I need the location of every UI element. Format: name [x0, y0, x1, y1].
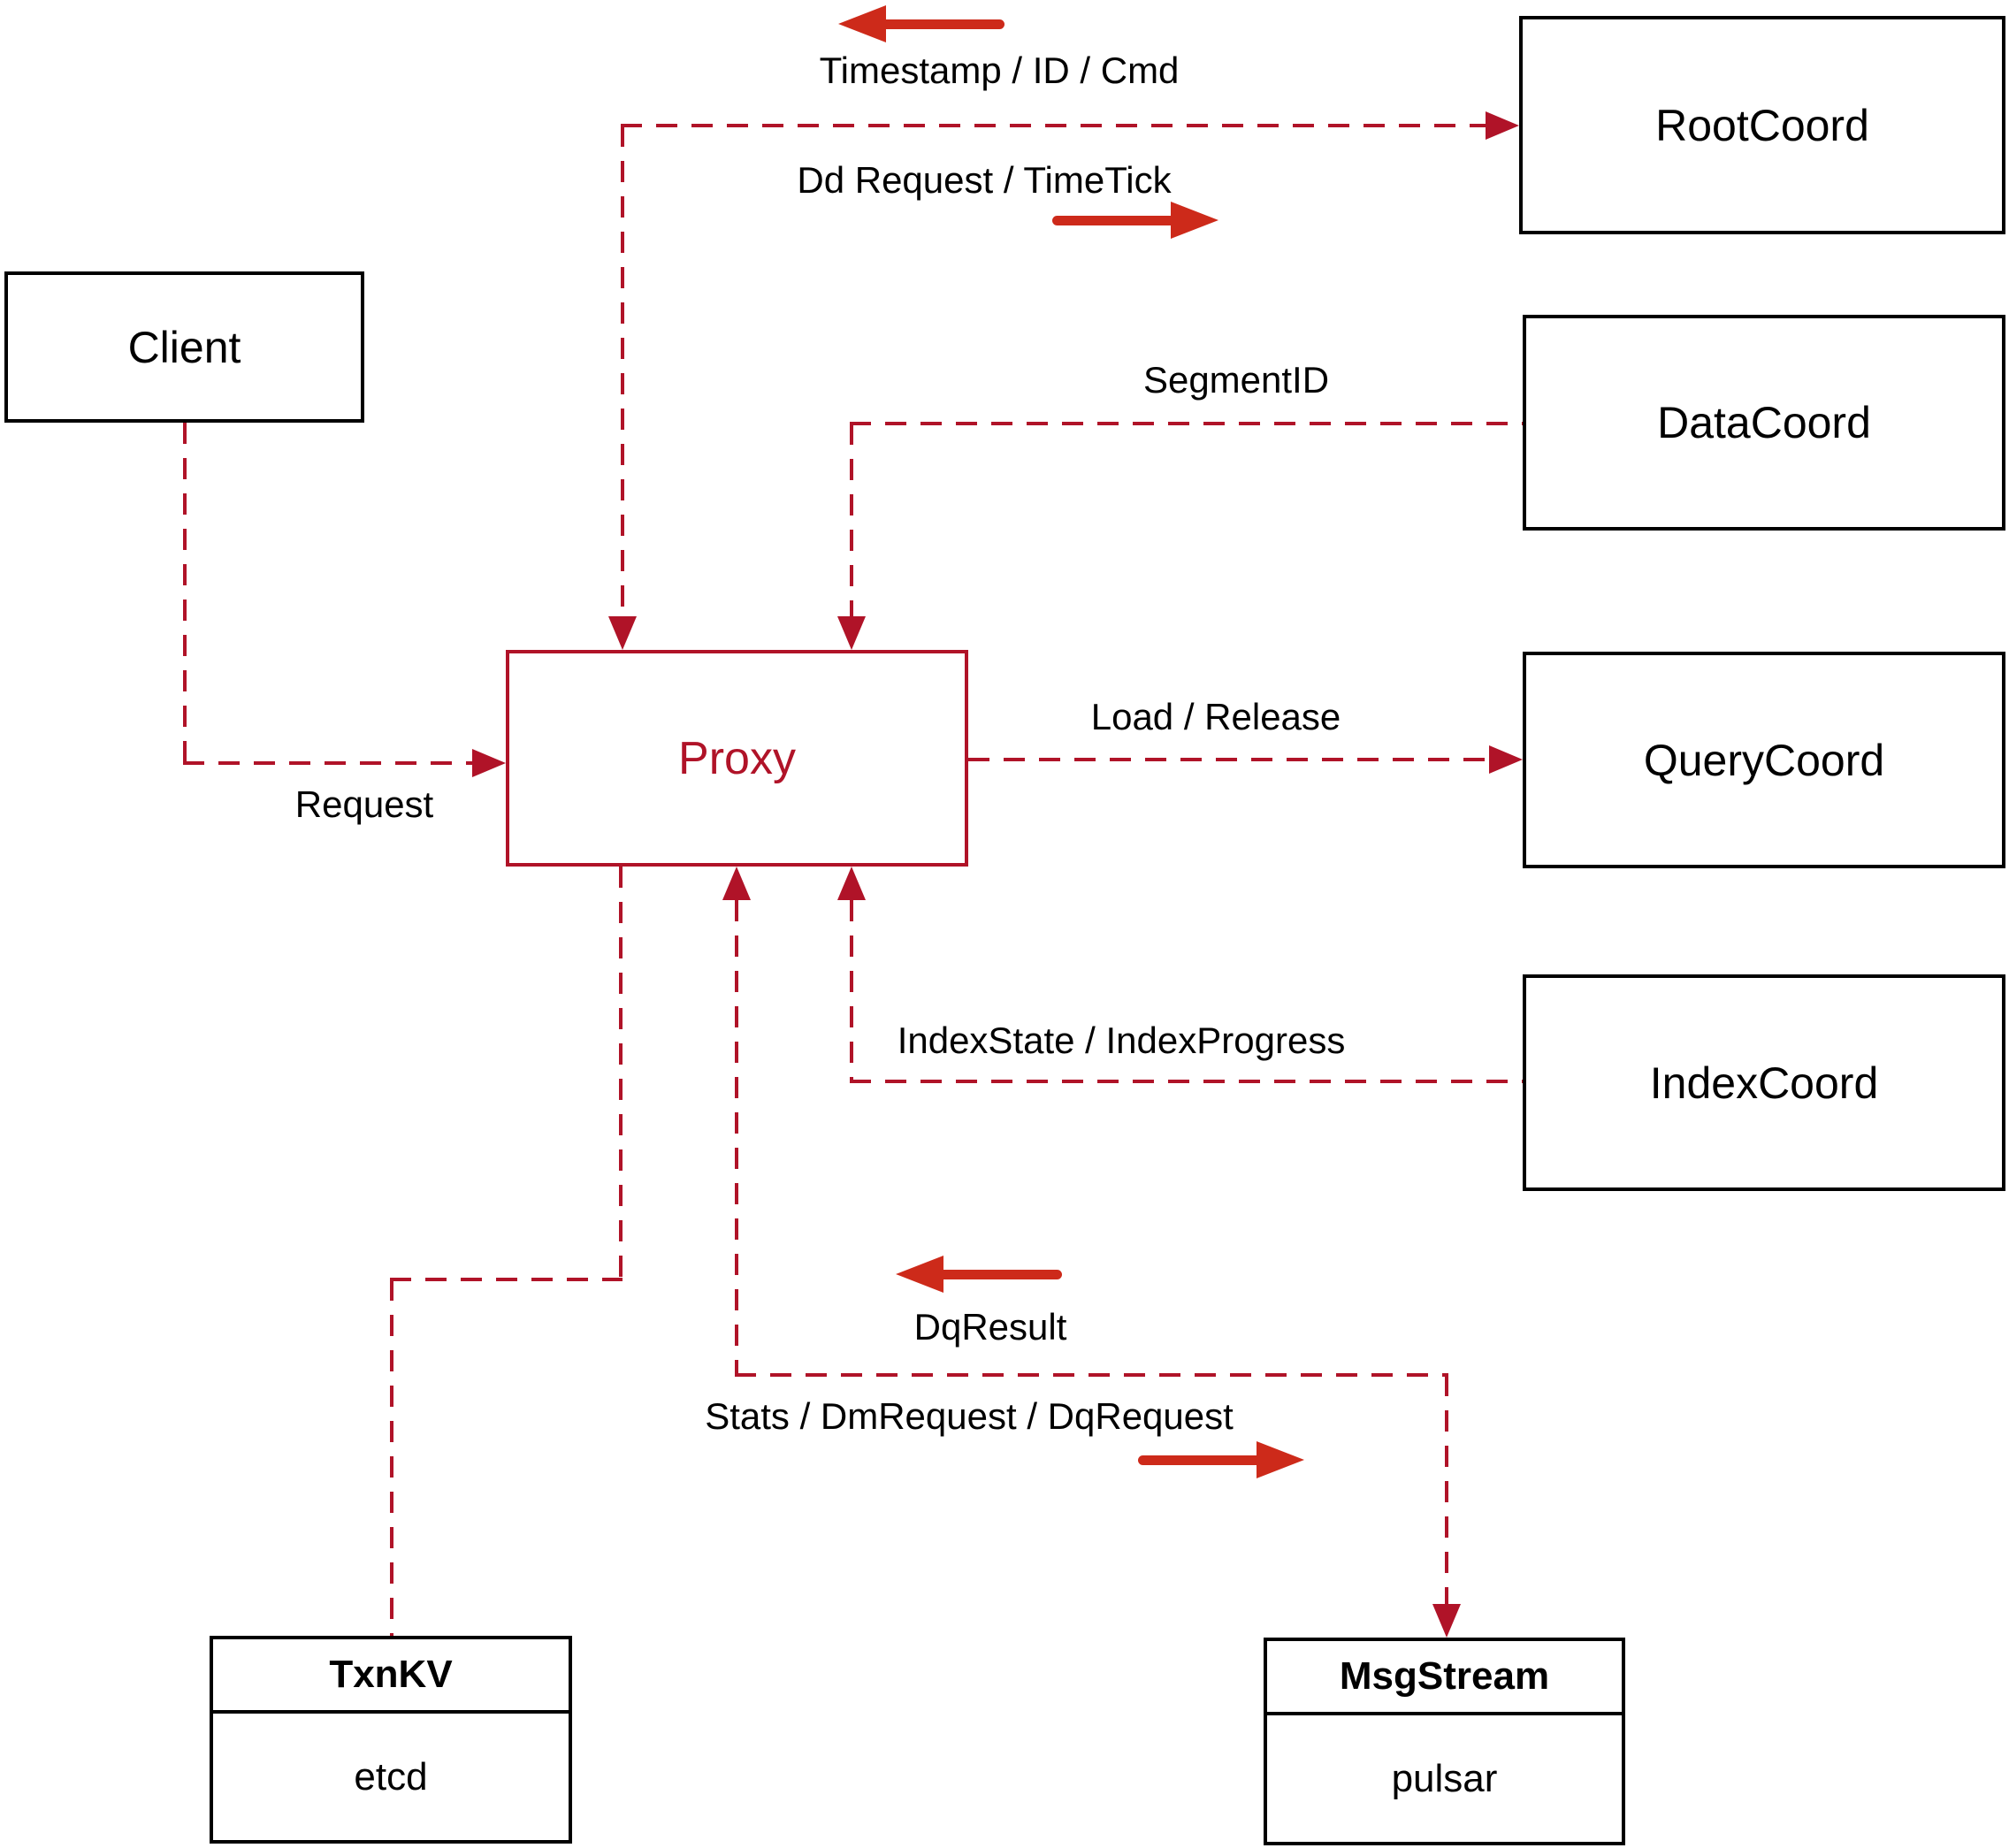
arrowhead-into-rootcoord-icon	[1486, 111, 1519, 140]
node-querycoord: QueryCoord	[1523, 652, 2005, 868]
arrowhead-into-querycoord-icon	[1489, 745, 1523, 774]
direction-arrow-right-ddrequest-icon	[1052, 202, 1218, 239]
edge-label-load-release: Load / Release	[1090, 696, 1341, 737]
edge-label-dq-result: DqResult	[913, 1306, 1067, 1348]
direction-arrow-right-stats-icon	[1138, 1441, 1304, 1478]
edge-label-request: Request	[294, 783, 434, 825]
arrowhead-into-proxy-left-icon	[472, 749, 506, 777]
node-msgstream: MsgStream pulsar	[1264, 1638, 1625, 1845]
node-proxy: Proxy	[506, 650, 968, 867]
node-indexcoord: IndexCoord	[1523, 974, 2005, 1191]
node-msgstream-title: MsgStream	[1267, 1641, 1622, 1715]
arrowhead-into-proxy-bottom-right-icon	[837, 867, 866, 900]
connector-client-horizontal	[183, 761, 472, 765]
arrowhead-into-proxy-bottom-left-icon	[722, 867, 751, 900]
connector-indexcoord-horizontal	[850, 1080, 1523, 1083]
direction-arrow-left-timestamp-icon	[838, 5, 1004, 42]
connector-datacoord-horizontal	[850, 422, 1523, 425]
connector-txnkv-vertical-2	[390, 1279, 393, 1636]
edge-label-index-state: IndexState / IndexProgress	[897, 1019, 1346, 1061]
connector-txnkv-horizontal	[390, 1278, 623, 1281]
connector-client-vertical	[183, 423, 187, 763]
node-txnkv-impl: etcd	[354, 1754, 428, 1798]
connector-indexcoord-vertical	[850, 900, 853, 1081]
arrowhead-into-proxy-top-right-icon	[837, 616, 866, 650]
edge-label-timestamp-id-cmd: Timestamp / ID / Cmd	[819, 50, 1180, 91]
node-client: Client	[4, 271, 364, 423]
connector-proxy-rootcoord-horizontal	[621, 124, 1489, 127]
connector-msgstream-vertical-up	[735, 900, 738, 1375]
edge-label-segment-id: SegmentID	[1142, 359, 1330, 401]
connector-querycoord-horizontal	[968, 758, 1489, 761]
arrowhead-into-proxy-top-left-icon	[608, 616, 637, 650]
node-datacoord-label: DataCoord	[1657, 398, 1871, 447]
node-rootcoord: RootCoord	[1519, 16, 2005, 234]
connector-txnkv-vertical-1	[619, 867, 623, 1279]
arrowhead-into-msgstream-icon	[1432, 1604, 1461, 1638]
connector-rootcoord-proxy-vertical	[621, 126, 624, 618]
node-msgstream-impl: pulsar	[1391, 1756, 1498, 1800]
node-proxy-label: Proxy	[678, 732, 796, 784]
node-indexcoord-label: IndexCoord	[1649, 1058, 1879, 1108]
edge-label-dd-request-timetick: Dd Request / TimeTick	[797, 159, 1172, 201]
edge-label-stats-dm-dq: Stats / DmRequest / DqRequest	[705, 1395, 1234, 1437]
node-txnkv-title: TxnKV	[213, 1639, 569, 1714]
node-rootcoord-label: RootCoord	[1655, 100, 1869, 150]
node-datacoord: DataCoord	[1523, 315, 2005, 531]
node-txnkv: TxnKV etcd	[210, 1636, 572, 1844]
direction-arrow-left-dqresult-icon	[896, 1256, 1062, 1293]
connector-datacoord-vertical	[850, 424, 853, 618]
connector-msgstream-vertical-down	[1445, 1375, 1448, 1604]
node-client-label: Client	[127, 322, 241, 372]
connector-msgstream-horizontal	[735, 1373, 1448, 1377]
node-querycoord-label: QueryCoord	[1643, 735, 1885, 785]
